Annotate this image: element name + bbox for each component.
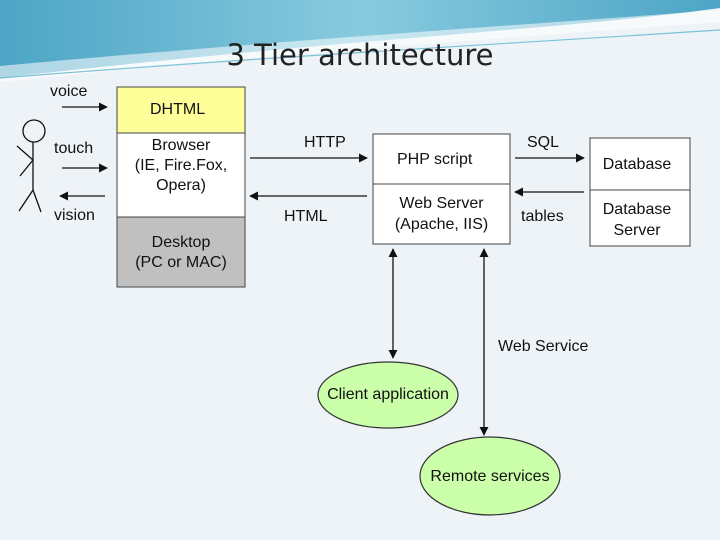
touch-label: touch bbox=[54, 140, 94, 157]
remote-services-label: Remote services bbox=[430, 468, 550, 485]
tables-label: tables bbox=[521, 208, 564, 225]
remote-services-ellipse bbox=[419, 436, 561, 516]
desktop-label: Desktop (PC or MAC) bbox=[135, 234, 227, 271]
vision-label: vision bbox=[54, 207, 95, 224]
page-title: 3 Tier architecture bbox=[226, 38, 494, 72]
php-script-label: PHP script bbox=[397, 151, 473, 168]
web-server-label: Web Server (Apache, IIS) bbox=[394, 195, 489, 233]
web-server-box bbox=[372, 183, 511, 245]
database-server-label: Database Server bbox=[602, 201, 672, 239]
database-box bbox=[589, 137, 691, 191]
user-stick-figure-icon bbox=[16, 119, 46, 213]
html-label: HTML bbox=[284, 208, 328, 225]
database-label: Database bbox=[602, 156, 672, 173]
client-application-ellipse bbox=[317, 361, 459, 429]
browser-label: Browser (IE, Fire.Fox, Opera) bbox=[134, 137, 228, 194]
http-label: HTTP bbox=[304, 134, 346, 151]
dhtml-label: DHTML bbox=[150, 101, 206, 118]
web-service-label: Web Service bbox=[498, 338, 589, 355]
php-script-box bbox=[372, 133, 511, 185]
client-application-label: Client application bbox=[327, 386, 449, 403]
sql-label: SQL bbox=[527, 134, 560, 151]
desktop-box bbox=[116, 216, 246, 288]
browser-box bbox=[116, 132, 246, 218]
voice-label: voice bbox=[50, 83, 88, 100]
header-swoosh bbox=[0, 0, 720, 82]
dhtml-box bbox=[116, 86, 246, 134]
database-server-box bbox=[589, 189, 691, 247]
